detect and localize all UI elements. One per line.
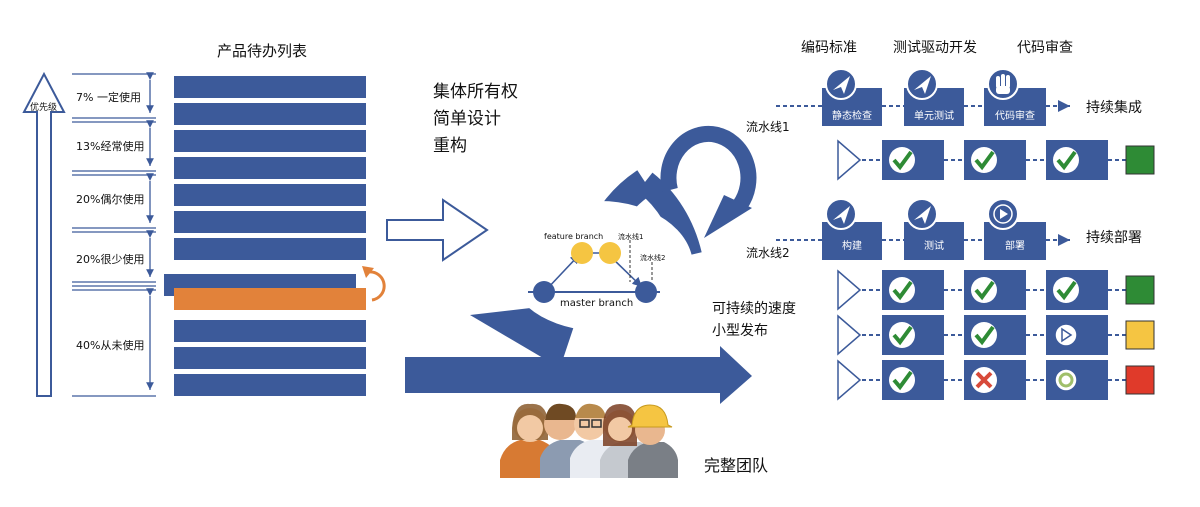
practice-coding-standards: 编码标准 [801,40,857,56]
backlog-item [174,103,366,125]
check-icon [971,277,997,303]
backlog-item [174,130,366,152]
pipeline2-stage-label: 部署 [1005,241,1025,252]
paper-plane-icon [914,206,931,224]
play-pending-icon [1054,323,1078,347]
pipeline1-stage-label: 静态检查 [832,111,872,122]
paper-plane-icon [914,76,931,94]
pipeline1-result: 持续集成 [1086,100,1142,116]
pipeline2-stage-label: 构建 [842,241,862,252]
practice-collective-ownership: 集体所有权 [433,82,518,102]
master-merge-dot [635,281,657,303]
priority-arrow [22,71,66,397]
paper-plane-icon [833,206,850,224]
cycle-pipeline2-label: 流水线2 [640,254,666,262]
team-people-illustration [500,403,678,478]
branch-diagram [528,240,660,303]
check-icon [889,367,915,393]
pipeline1-run [837,139,1155,181]
backlog-bars [164,76,366,396]
usage-band-label: 20%很少使用 [76,253,145,266]
check-icon [971,322,997,348]
backlog-item [174,347,366,369]
master-commit-dot [533,281,555,303]
backlog-item [174,157,366,179]
practice-refactoring: 重构 [433,136,467,156]
pipeline2-status-square [1125,365,1155,395]
backlog-item [174,238,366,260]
usage-band-label: 13%经常使用 [76,140,145,153]
pipeline2-label: 流水线2 [746,246,790,260]
check-icon [1053,147,1079,173]
paper-plane-icon [833,76,850,94]
practice-code-review: 代码审查 [1017,40,1073,56]
cycle-pipeline1-label: 流水线1 [618,233,644,241]
feature-commit-dot [571,242,593,264]
check-icon [1053,277,1079,303]
feature-commit-dot [599,242,621,264]
backlog-item [174,184,366,206]
backlog-item-reprioritized [174,288,366,310]
practice-tdd: 测试驱动开发 [893,40,977,56]
usage-band-label: 20%偶尔使用 [76,193,145,206]
pipeline2-runs [837,269,1155,401]
pipeline2-result: 持续部署 [1086,230,1142,246]
backlog-title: 产品待办列表 [217,42,308,60]
team-label: 完整团队 [704,456,769,475]
pipeline1-status-square [1125,145,1155,175]
check-icon [889,322,915,348]
sprint-cycle [405,125,757,404]
usage-bands [72,72,156,397]
usage-band-label: 7% 一定使用 [76,91,141,104]
pipeline1-stage-label: 单元测试 [914,111,954,122]
practice-simple-design: 简单设计 [433,109,501,129]
pipeline2-stage-label: 测试 [924,241,944,252]
raised-hand-icon [996,74,1010,94]
pipeline2-flow [776,198,1070,260]
pipeline1-label: 流水线1 [746,120,790,134]
fail-x-icon [971,367,997,393]
check-icon [971,147,997,173]
reprioritize-arrow-icon [367,270,386,302]
check-icon [889,147,915,173]
master-branch-label: master branch [560,298,634,309]
priority-label: 优先级 [30,103,58,113]
reprioritize-arrowhead-icon [362,266,374,278]
backlog-item [174,76,366,98]
play-icon [993,204,1013,224]
backlog-item [174,211,366,233]
feature-branch-label: feature branch [544,232,604,241]
flow-arrow [386,198,489,262]
pipeline1-stage-label: 代码审查 [995,111,1035,122]
check-icon [889,277,915,303]
pipeline1-flow [776,68,1070,126]
outcome-sustainable-pace: 可持续的速度 [712,301,796,317]
outcome-small-releases: 小型发布 [712,323,768,339]
backlog-item [174,374,366,396]
usage-band-label: 40%从未使用 [76,339,145,352]
pending-ring-icon [1054,368,1078,392]
pipeline2-status-square [1125,275,1155,305]
pipeline2-status-square [1125,320,1155,350]
backlog-item [174,320,366,342]
